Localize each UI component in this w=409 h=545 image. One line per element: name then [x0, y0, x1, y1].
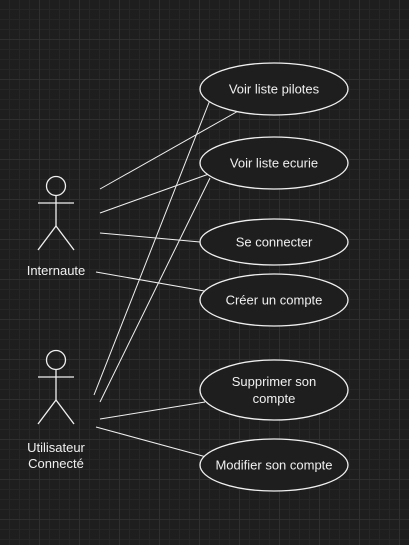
- usecase-label: Voir liste pilotes: [229, 82, 320, 97]
- association-line-internaute-se-connecter[interactable]: [99, 232, 201, 243]
- usecase-label-line: Voir liste pilotes: [229, 82, 320, 97]
- usecase-se-connecter[interactable]: Se connecter: [199, 218, 349, 266]
- association-line-internaute-voir-pilotes[interactable]: [99, 109, 241, 190]
- actor-internaute[interactable]: Internaute: [27, 175, 86, 279]
- actor-label: Internaute: [27, 263, 86, 278]
- association-line-utilisateur-modifier-compte[interactable]: [95, 426, 211, 459]
- usecase-voir-ecurie[interactable]: Voir liste ecurie: [199, 136, 349, 190]
- usecase-label: Se connecter: [236, 235, 313, 250]
- associations-layer: [93, 99, 241, 459]
- usecase-ellipse: [199, 136, 349, 190]
- usecase-label: Créer un compte: [226, 293, 323, 308]
- usecase-modifier-compte[interactable]: Modifier son compte: [199, 438, 349, 492]
- association-line-utilisateur-supprimer-compte[interactable]: [99, 401, 206, 420]
- usecase-label-line: Créer un compte: [226, 293, 323, 308]
- usecase-ellipse: [199, 218, 349, 266]
- actor-right-leg: [55, 225, 75, 251]
- usecase-ellipse: [199, 359, 349, 421]
- usecase-label-line: compte: [253, 391, 296, 406]
- actor-right-leg: [55, 399, 75, 425]
- actor-label-line: Utilisateur: [27, 440, 85, 455]
- usecase-label-line: Voir liste ecurie: [230, 156, 318, 171]
- usecase-supprimer-compte[interactable]: Supprimer son compte: [199, 359, 349, 421]
- usecase-label: Modifier son compte: [215, 458, 332, 473]
- association-line-internaute-creer-compte[interactable]: [95, 271, 211, 293]
- actor-left-leg: [37, 225, 57, 251]
- usecase-label-line: Se connecter: [236, 235, 313, 250]
- usecase-label: Supprimer son compte: [232, 374, 317, 406]
- usecase-voir-pilotes[interactable]: Voir liste pilotes: [199, 62, 349, 116]
- usecase-ellipse: [199, 62, 349, 116]
- actor-head: [45, 349, 67, 371]
- actor-label-line: Internaute: [27, 263, 86, 278]
- usecase-ellipse: [199, 273, 349, 327]
- association-line-utilisateur-voir-pilotes[interactable]: [93, 99, 211, 396]
- usecase-creer-compte[interactable]: Créer un compte: [199, 273, 349, 327]
- association-line-utilisateur-voir-ecurie[interactable]: [99, 177, 211, 403]
- actor-label-line: Connecté: [28, 456, 84, 471]
- usecase-label-line: Modifier son compte: [215, 458, 332, 473]
- actor-left-leg: [37, 399, 57, 425]
- usecase-label-line: Supprimer son: [232, 374, 317, 389]
- usecase-label: Voir liste ecurie: [230, 156, 318, 171]
- actor-head: [45, 175, 67, 197]
- association-line-internaute-voir-ecurie[interactable]: [99, 169, 221, 214]
- usecase-ellipse: [199, 438, 349, 492]
